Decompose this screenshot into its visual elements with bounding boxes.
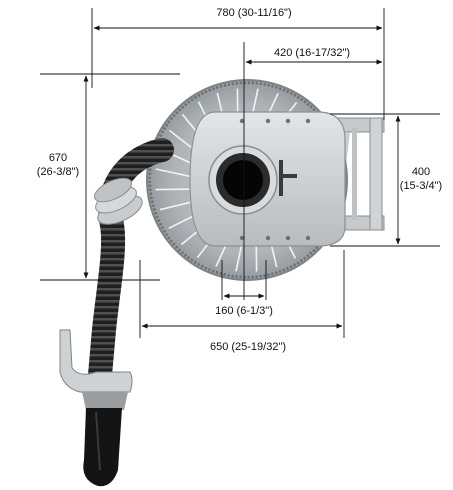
hub-opening bbox=[208, 145, 297, 215]
hose bbox=[88, 138, 174, 387]
hose-collar bbox=[93, 177, 143, 225]
hub-diameter-label: 160 (6-1/3") bbox=[215, 305, 273, 317]
bracket-height-label-in: (15-3/4") bbox=[400, 180, 442, 192]
height-left-label-in: (26-3/8") bbox=[37, 166, 79, 178]
dimension-labels: 780 (30-11/16") 420 (16-17/32") 670 (26-… bbox=[37, 5, 442, 353]
nozzle bbox=[59, 329, 133, 487]
height-left-label-mm: 670 bbox=[49, 152, 67, 164]
drum-width-label: 650 (25-19/32") bbox=[210, 341, 286, 353]
bracket-offset-label: 420 (16-17/32") bbox=[274, 47, 350, 59]
overall-width-label: 780 (30-11/16") bbox=[216, 7, 291, 19]
dimension-lines bbox=[40, 8, 440, 338]
bracket-height-label-mm: 400 bbox=[412, 166, 430, 178]
